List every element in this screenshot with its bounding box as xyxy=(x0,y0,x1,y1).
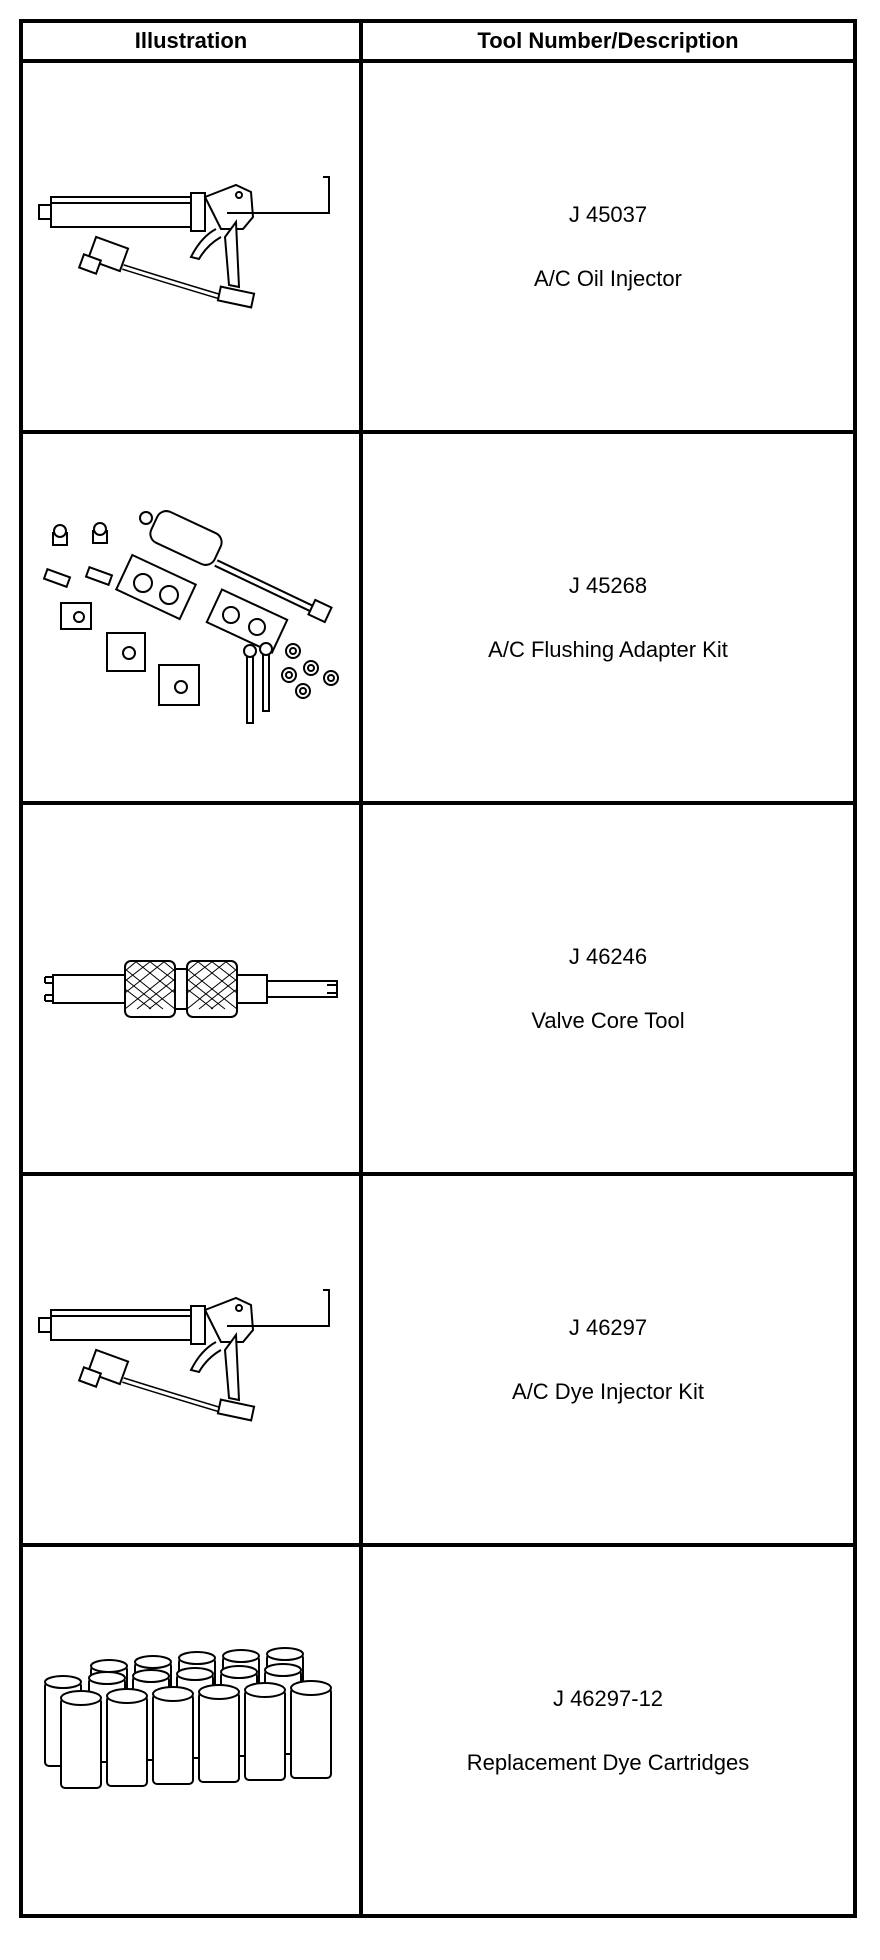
tool-number: J 46246 xyxy=(568,943,648,969)
tool-description: A/C Dye Injector Kit xyxy=(512,1378,704,1404)
illustration-cell xyxy=(19,430,363,805)
table-row: J 46297 A/C Dye Injector Kit xyxy=(19,1172,857,1547)
tool-description: Valve Core Tool xyxy=(531,1007,685,1033)
illustration-cell xyxy=(19,801,363,1176)
dye-cartridges-icon xyxy=(31,1646,351,1816)
description-cell: J 46297-12 Replacement Dye Cartridges xyxy=(359,1543,857,1918)
tool-number: J 45037 xyxy=(568,201,648,227)
header-illustration: Illustration xyxy=(19,19,363,63)
description-cell: J 45268 A/C Flushing Adapter Kit xyxy=(359,430,857,805)
tool-number: J 46297-12 xyxy=(552,1685,664,1711)
illustration-cell xyxy=(19,59,363,434)
tool-number: J 46297 xyxy=(568,1314,648,1340)
table-row: J 46246 Valve Core Tool xyxy=(19,801,857,1176)
header-tool-description: Tool Number/Description xyxy=(359,19,857,63)
tool-table: Illustration Tool Number/Description xyxy=(19,19,857,1918)
dye-injector-gun-icon xyxy=(31,1280,351,1440)
tool-number: J 45268 xyxy=(568,572,648,598)
table-row: J 45268 A/C Flushing Adapter Kit xyxy=(19,430,857,805)
description-cell: J 46297 A/C Dye Injector Kit xyxy=(359,1172,857,1547)
tool-description: A/C Oil Injector xyxy=(534,265,682,291)
illustration-cell xyxy=(19,1543,363,1918)
illustration-cell xyxy=(19,1172,363,1547)
description-cell: J 45037 A/C Oil Injector xyxy=(359,59,857,434)
tool-description: Replacement Dye Cartridges xyxy=(466,1749,750,1775)
table-header-row: Illustration Tool Number/Description xyxy=(19,19,857,63)
valve-core-tool-icon xyxy=(31,939,351,1039)
table-row: J 45037 A/C Oil Injector xyxy=(19,59,857,434)
tool-description: A/C Flushing Adapter Kit xyxy=(488,636,728,662)
table-row: J 46297-12 Replacement Dye Cartridges xyxy=(19,1543,857,1918)
oil-injector-gun-icon xyxy=(31,167,351,327)
flushing-adapter-kit-icon xyxy=(31,503,351,733)
description-cell: J 46246 Valve Core Tool xyxy=(359,801,857,1176)
